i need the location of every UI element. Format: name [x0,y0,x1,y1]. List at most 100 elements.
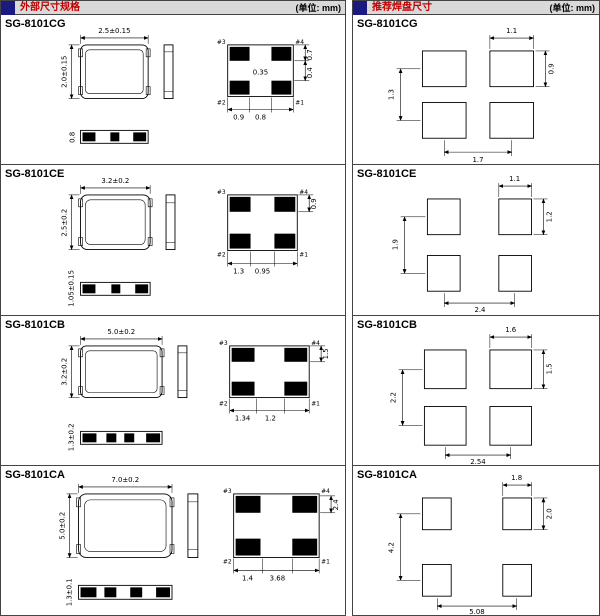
cg-external-drawing: 2.5±0.15 2.0±0.15 #3 #4 #2 #1 [61,27,314,144]
land-bottom-dim: 1.34 [235,414,251,422]
height-dim: 5.0±0.2 [59,512,67,540]
cb-pads: 1.6 1.5 2.2 2.54 [390,326,554,465]
header-corner-square [353,0,367,15]
land-right-dim: 0.4 [306,67,314,79]
width-dim: 3.2±0.2 [101,177,129,185]
thickness-dim: 1.05±0.15 [68,270,76,307]
land-right-dim: 0.7 [306,49,314,60]
unit-label: (单位: mm) [295,3,342,13]
unit-label: (单位: mm) [549,3,596,13]
thickness-dim: 0.8 [69,132,77,143]
pin-label: #3 [217,39,226,46]
external-dimensions-header: 外部尺寸规格 (单位: mm) [1,0,345,15]
land-bottom-dim: 0.95 [255,268,270,276]
part-number: SG-8101CB [5,318,65,331]
cb-pad-drawing: 1.6 1.5 2.2 2.54 [390,326,554,465]
pad-vpitch-dim: 2.2 [390,392,398,403]
cg-bottom-side-view: 0.8 [69,129,149,144]
cg-pad-cell: SG-8101CG 1.1 0.9 1.3 1.7 [353,15,599,166]
land-bottom-dim: 0.8 [255,113,266,121]
ce-bottom-side-view: 1.05±0.15 [68,270,151,307]
part-number: SG-8101CA [5,468,65,481]
land-right-dim: 0.9 [310,199,318,210]
land-right-dim: 1.5 [322,348,330,359]
pin-label: #1 [299,252,308,259]
cg-top-view: 2.5±0.15 2.0±0.15 [61,27,151,100]
cg-pad-drawing: 1.1 0.9 1.3 1.7 [388,27,556,164]
ca-pads: 1.8 2.0 4.2 5.08 [388,474,554,615]
thickness-dim: 1.3±0.2 [68,423,76,451]
cg-pads: 1.1 0.9 1.3 1.7 [388,27,556,164]
height-dim: 2.5±0.2 [61,209,69,237]
pad-hpitch-dim: 1.7 [472,156,483,164]
cb-pad-cell: SG-8101CB 1.6 1.5 2.2 2.54 [353,315,599,466]
pin-label: #1 [321,558,330,565]
pad-hpitch-dim: 5.08 [469,608,484,615]
land-bottom-dim: 1.3 [233,268,244,276]
cb-external-drawing: 5.0±0.2 3.2±0.2 #3 #4 #2 #1 [61,327,330,451]
pin-label: #3 [219,339,228,346]
ce-land-view: #3 #4 #2 #1 1.3 0.95 0.9 [217,189,318,276]
part-number: SG-8101CG [357,18,418,30]
external-dimensions-column: 外部尺寸规格 (单位: mm) SG-8101CG 2.5±0.15 2.0±0… [0,0,346,616]
header-corner-square [1,0,15,15]
ca-land-view: #3 #4 #2 #1 1.4 3.68 2.4 [223,488,340,582]
ce-pads: 1.1 1.2 1.9 2.4 [392,175,554,314]
pin-label: #3 [223,488,232,495]
part-number: SG-8101CE [5,168,65,181]
pin-label: #2 [219,400,228,407]
pin-label: #1 [295,100,304,107]
ca-side-view [187,493,199,558]
cb-external-cell: SG-8101CB 5.0±0.2 3.2±0.2 [1,315,345,466]
pin-label: #4 [295,39,304,46]
height-dim: 2.0±0.15 [61,56,69,88]
ce-external-cell: SG-8101CE 3.2±0.2 2.5±0.2 [1,165,345,316]
width-dim: 5.0±0.2 [107,327,135,335]
pad-vpitch-dim: 1.9 [392,239,400,250]
ca-pad-cell: SG-8101CA 1.8 2.0 4.2 5.08 [353,465,599,615]
land-bottom-dim: 1.4 [242,574,254,582]
thickness-dim: 1.3±0.1 [66,578,74,606]
height-dim: 3.2±0.2 [61,357,69,385]
land-bottom-dim: 1.2 [265,414,276,422]
land-center-dim: 0.35 [253,69,268,77]
ca-pad-drawing: 1.8 2.0 4.2 5.08 [388,474,554,615]
pad-height-dim: 1.2 [545,212,553,223]
pad-width-dim: 1.1 [509,175,520,183]
pin-label: #2 [217,100,226,107]
land-bottom-dim: 0.9 [233,113,244,121]
pin-label: #4 [299,189,308,196]
pad-height-dim: 2.0 [545,508,553,519]
pin-label: #3 [217,189,226,196]
pad-width-dim: 1.1 [506,27,517,35]
ce-pad-drawing: 1.1 1.2 1.9 2.4 [392,175,554,314]
cg-external-cell: SG-8101CG 2.5±0.15 2.0±0.15 [1,15,345,166]
cg-land-view: #3 #4 #2 #1 0.35 0.9 0.8 0.7 0.4 [217,39,314,122]
ca-external-drawing: 7.0±0.2 5.0±0.2 #3 #4 #2 #1 [59,476,340,606]
cg-side-view [163,44,174,100]
pad-height-dim: 0.9 [547,63,555,74]
ce-side-view [165,194,176,251]
part-number: SG-8101CE [357,168,417,181]
pin-label: #1 [311,400,320,407]
pad-hpitch-dim: 2.54 [470,458,486,465]
pad-vpitch-dim: 4.2 [388,542,396,553]
width-dim: 7.0±0.2 [111,476,139,484]
pad-vpitch-dim: 1.3 [388,89,396,100]
pad-layout-header: 推荐焊盘尺寸 (单位: mm) [353,0,599,15]
part-number: SG-8101CG [5,18,66,30]
cb-bottom-side-view: 1.3±0.2 [68,423,163,451]
pad-height-dim: 1.5 [545,363,553,374]
ce-pad-cell: SG-8101CE 1.1 1.2 1.9 2.4 [353,165,599,316]
ca-bottom-side-view: 1.3±0.1 [66,578,173,606]
ca-top-view: 7.0±0.2 5.0±0.2 [59,476,175,558]
part-number: SG-8101CA [357,468,417,481]
external-dimensions-title: 外部尺寸规格 [20,1,80,13]
part-number: SG-8101CB [357,318,417,331]
ce-top-view: 3.2±0.2 2.5±0.2 [61,177,153,251]
pad-hpitch-dim: 2.4 [474,306,486,314]
ca-external-cell: SG-8101CA 7.0±0.2 5.0±0.2 [1,465,345,615]
pin-label: #2 [217,252,226,259]
width-dim: 2.5±0.15 [98,27,130,35]
